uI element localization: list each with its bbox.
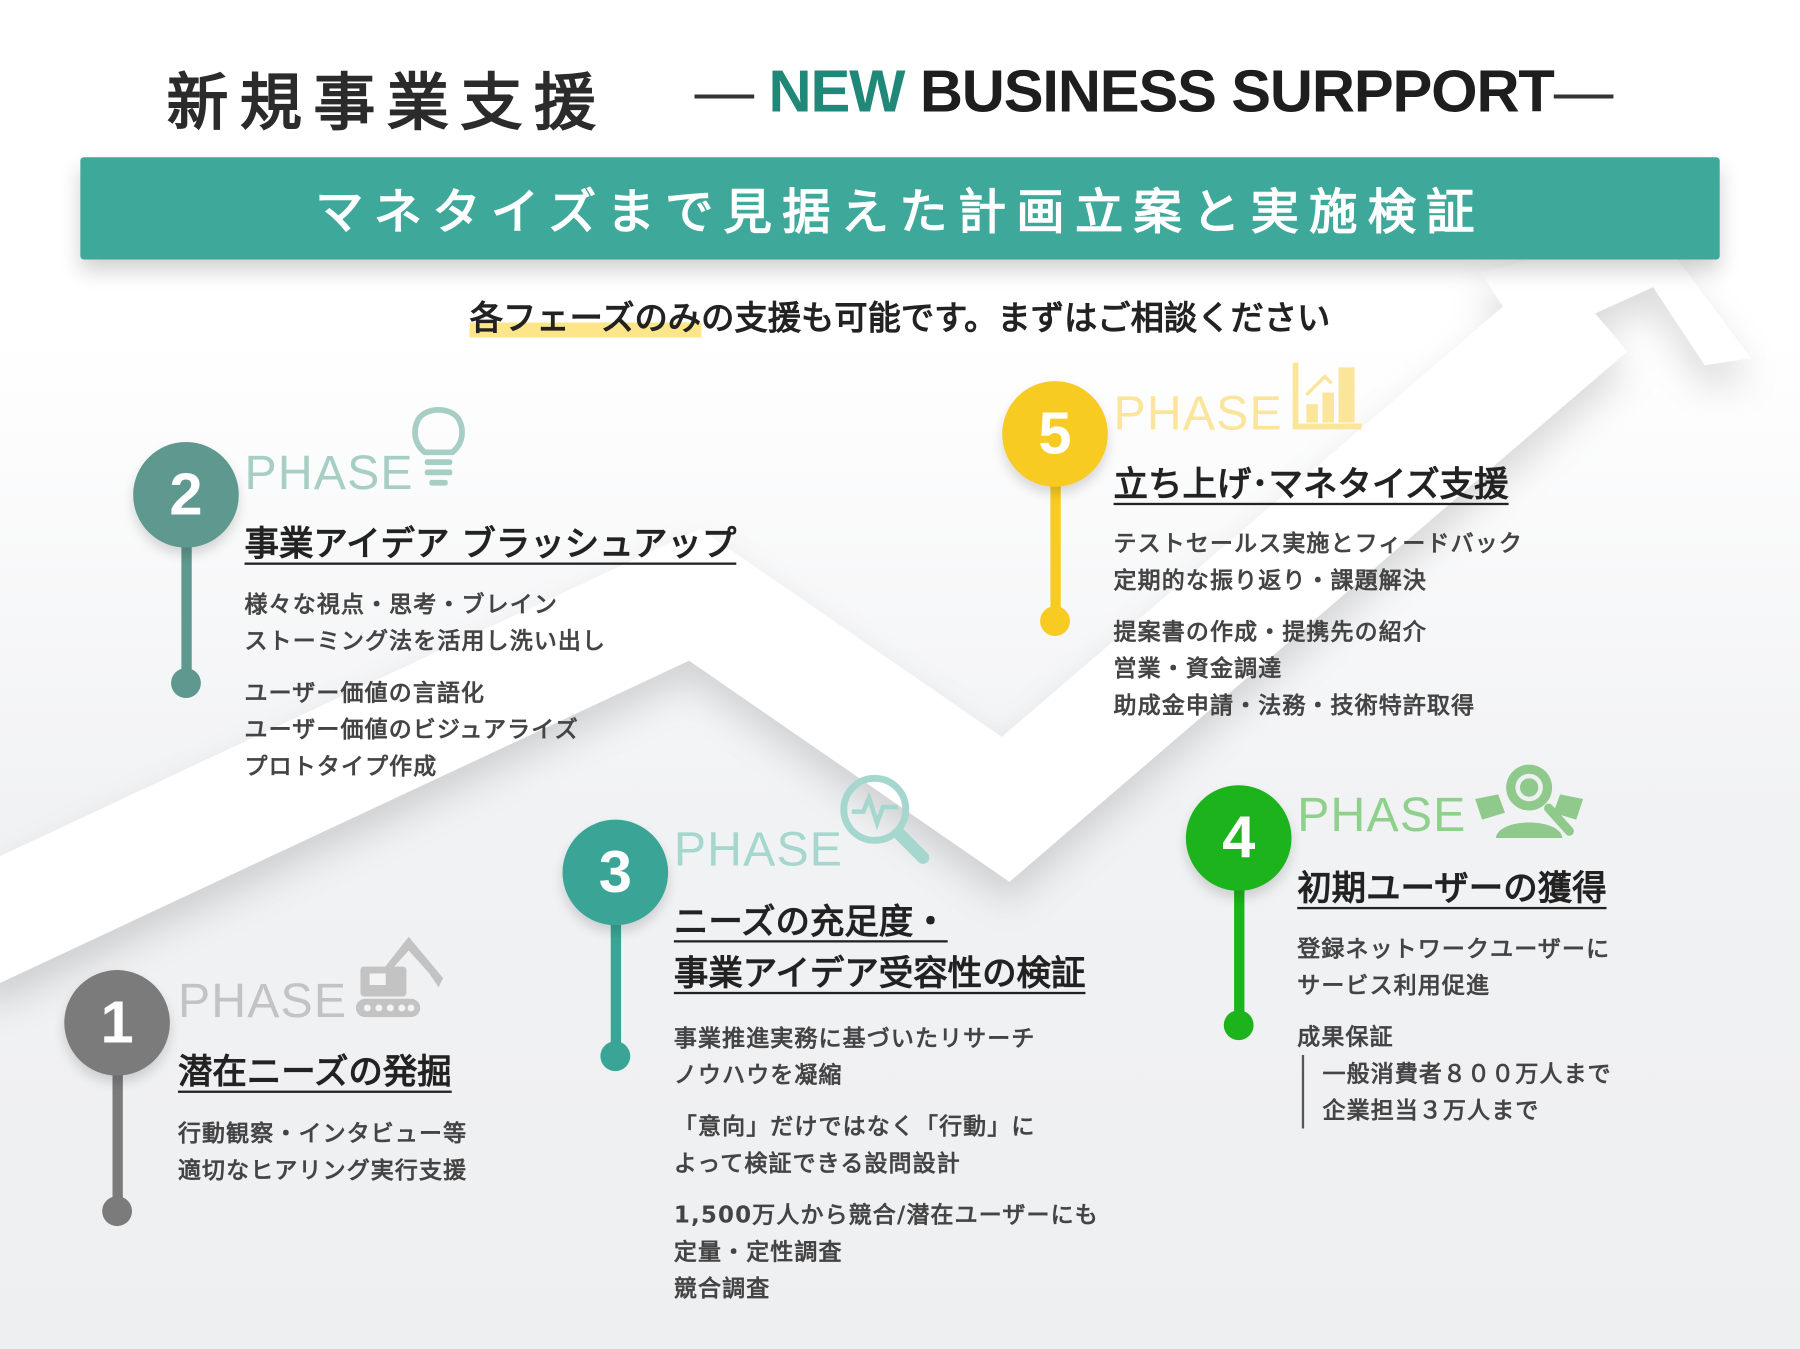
desc-line: 提案書の作成・提携先の紹介 bbox=[1113, 617, 1427, 646]
phase-stem bbox=[1050, 445, 1061, 618]
phase-stem bbox=[112, 1033, 123, 1206]
phase-description: テストセールス実施とフィードバック 定期的な振り返り・課題解決 提案書の作成・提… bbox=[1114, 525, 1523, 724]
desc-line: 競合調査 bbox=[673, 1274, 771, 1302]
desc-line: 営業・資金調達 bbox=[1113, 654, 1283, 682]
phase-number: 3 bbox=[562, 819, 669, 926]
desc-line: 企業担当３万人まで bbox=[1322, 1096, 1540, 1124]
subtitle: 各フェーズのみの支援も可能です。まずはご相談ください bbox=[0, 292, 1800, 340]
title-rest: BUSINESS SURPPORT bbox=[919, 58, 1555, 126]
phase-label: PHASE bbox=[1113, 385, 1283, 440]
headline-banner: マネタイズまで見据えた計画立案と実施検証 bbox=[80, 157, 1720, 260]
subtitle-highlight: 各フェーズのみ bbox=[469, 298, 702, 338]
desc-line: 事業推進実務に基づいたリサーチ bbox=[673, 1024, 1036, 1052]
dash: — bbox=[1553, 58, 1614, 126]
phase-stem bbox=[181, 505, 192, 678]
phase-description: 様々な視点・思考・ブレイン ストーミング法を活用し洗い出し ユーザー価値の言語化… bbox=[245, 585, 607, 784]
phase-number: 1 bbox=[64, 970, 170, 1076]
phase-label: PHASE bbox=[244, 445, 414, 500]
desc-line: 行動観察・インタビュー等 bbox=[177, 1119, 468, 1147]
banner-text: マネタイズまで見据えた計画立案と実施検証 bbox=[315, 183, 1485, 240]
phase-title: 事業アイデア ブラッシュアップ bbox=[244, 524, 737, 565]
desc-line: 適切なヒアリング実行支援 bbox=[177, 1156, 468, 1184]
phase-stem bbox=[610, 883, 622, 1051]
desc-line: ユーザー価値の言語化 bbox=[244, 678, 486, 707]
page-title-english: — NEW BUSINESS SURPPORT— bbox=[694, 57, 1614, 126]
magnifier-pulse-icon bbox=[840, 774, 930, 864]
user-search-icon bbox=[1475, 764, 1584, 839]
phase-stem bbox=[1234, 849, 1245, 1022]
desc-line: 定期的な振り返り・課題解決 bbox=[1113, 565, 1427, 594]
bar-chart-icon bbox=[1292, 362, 1362, 430]
excavator-icon bbox=[355, 936, 444, 1018]
phase-description: 事業推進実務に基づいたリサーチ ノウハウを凝縮 「意向」だけではなく「行動」に … bbox=[674, 1019, 1099, 1306]
title-line: ニーズの充足度・ bbox=[673, 902, 948, 943]
desc-line: 成果保証 bbox=[1297, 1022, 1394, 1051]
phase-dot bbox=[102, 1196, 133, 1227]
phase-number: 2 bbox=[133, 441, 239, 548]
desc-line: 登録ネットワークユーザーに bbox=[1297, 934, 1611, 963]
title-accent: NEW bbox=[768, 58, 906, 126]
desc-line: テストセールス実施とフィードバック bbox=[1113, 529, 1523, 557]
phase-number: 4 bbox=[1185, 785, 1292, 891]
phase-label: PHASE bbox=[1297, 787, 1467, 842]
title-line: 事業アイデア受容性の検証 bbox=[673, 953, 1086, 995]
guarantee-list: 一般消費者８００万人まで 企業担当３万人まで bbox=[1301, 1055, 1612, 1129]
phase-label: PHASE bbox=[177, 973, 348, 1028]
desc-line: サービス利用促進 bbox=[1297, 971, 1491, 999]
desc-line: 「意向」だけではなく「行動」に bbox=[673, 1112, 1036, 1140]
phase-dot bbox=[171, 668, 201, 698]
desc-line: よって検証できる設問設計 bbox=[673, 1149, 961, 1177]
phase-dot bbox=[1223, 1010, 1254, 1041]
desc-line: 1,500万人から競合/潜在ユーザーにも bbox=[673, 1200, 1099, 1229]
phase-title: ニーズの充足度・ 事業アイデア受容性の検証 bbox=[674, 897, 1086, 1000]
phase-dot bbox=[600, 1041, 631, 1072]
phase-title: 立ち上げ･マネタイズ支援 bbox=[1113, 464, 1509, 506]
phase-description: 行動観察・インタビュー等 適切なヒアリング実行支援 bbox=[178, 1115, 467, 1188]
desc-line: 様々な視点・思考・ブレイン bbox=[244, 590, 558, 618]
page-title: 新規事業支援 bbox=[166, 66, 608, 139]
subtitle-rest: の支援も可能です。まずはご相談ください bbox=[701, 298, 1331, 338]
desc-line: 一般消費者８００万人まで bbox=[1322, 1059, 1612, 1088]
phase-description: 登録ネットワークユーザーに サービス利用促進 成果保証 一般消費者８００万人まで… bbox=[1297, 930, 1612, 1129]
dash: — bbox=[694, 58, 755, 126]
phase-label: PHASE bbox=[673, 821, 844, 876]
desc-line: 定量・定性調査 bbox=[673, 1237, 843, 1266]
desc-line: ストーミング法を活用し洗い出し bbox=[244, 626, 607, 655]
desc-line: ユーザー価値のビジュアライズ bbox=[244, 715, 579, 743]
desc-line: ノウハウを凝縮 bbox=[673, 1060, 843, 1089]
phase-title: 潜在ニーズの発掘 bbox=[177, 1052, 452, 1093]
lightbulb-icon bbox=[412, 406, 465, 486]
phase-number: 5 bbox=[1002, 381, 1108, 487]
desc-line: プロトタイプ作成 bbox=[244, 751, 438, 780]
phase-dot bbox=[1040, 606, 1070, 636]
desc-line: 助成金申請・法務・技術特許取得 bbox=[1113, 691, 1476, 719]
phase-title: 初期ユーザーの獲得 bbox=[1297, 869, 1607, 910]
